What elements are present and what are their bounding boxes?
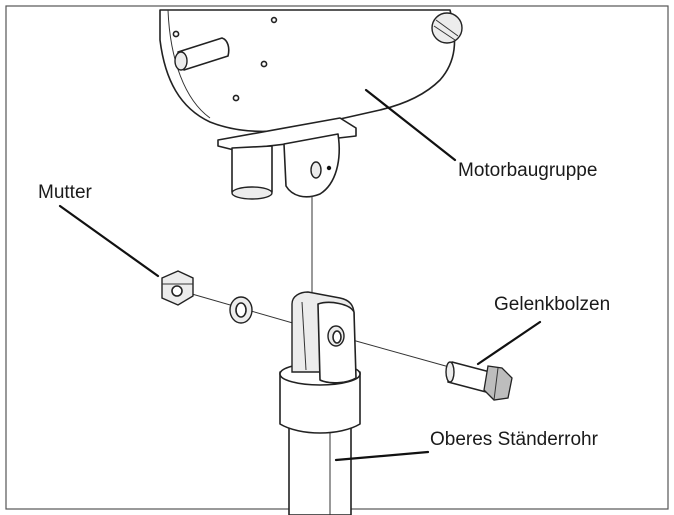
motor-terminal-slot — [433, 19, 459, 41]
label-upper-stand-tube: Oberes Ständerrohr — [430, 429, 599, 450]
motor-shaft-end — [174, 51, 188, 71]
label-nut: Mutter — [38, 182, 93, 203]
bolt-tip — [445, 361, 455, 383]
nut-hole — [171, 285, 183, 297]
tube-clevis-slot — [301, 301, 307, 371]
washer — [229, 296, 253, 324]
motor-assembly — [159, 9, 463, 200]
motor-bracket-plate — [217, 117, 357, 151]
leader-nut — [58, 204, 160, 278]
washer-inner — [235, 302, 247, 318]
tube-clevis-hole-inner — [332, 330, 342, 344]
label-pivot-bolt: Gelenkbolzen — [494, 294, 610, 315]
motor-shaft — [177, 37, 230, 71]
bolt-shank — [447, 361, 491, 393]
motor-hole-3 — [232, 94, 240, 102]
motor-end-cap — [167, 9, 211, 119]
motor-hole-1 — [172, 30, 180, 38]
leader-tube — [334, 450, 430, 462]
pivot-bolt — [445, 361, 513, 401]
label-motor-assembly: Motorbaugruppe — [458, 160, 597, 181]
bolt-head — [483, 365, 513, 401]
tube-collar — [279, 371, 361, 434]
upper-stand-tube — [279, 291, 361, 515]
motor-clevis-dot — [326, 165, 332, 171]
leader-motor — [364, 88, 457, 162]
motor-hole-4 — [270, 16, 278, 24]
bolt-head-face — [493, 367, 499, 401]
motor-clevis-hole — [310, 161, 322, 179]
motor-hole-2 — [260, 60, 268, 68]
guide-axis-right — [337, 335, 461, 371]
leader-bolt — [476, 320, 542, 366]
motor-boss-bottom — [231, 186, 273, 200]
leader-lines — [58, 88, 542, 462]
nut — [161, 270, 194, 306]
